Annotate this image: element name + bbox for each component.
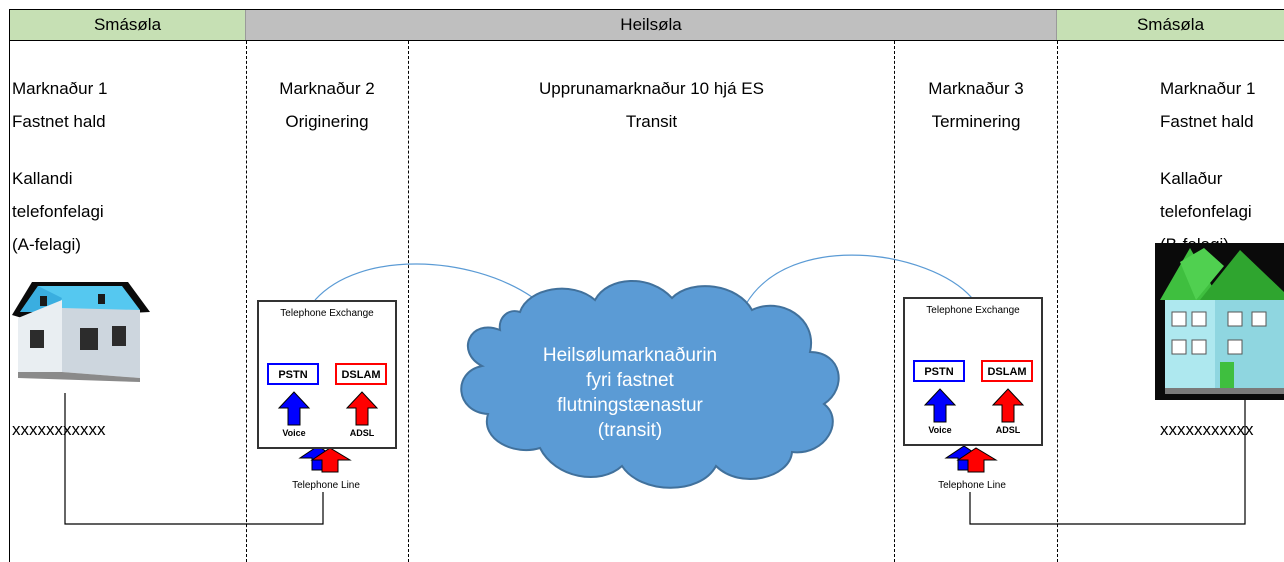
cloud-line4: (transit) — [597, 420, 663, 441]
house-icon-left — [12, 282, 150, 382]
exchange-title: Telephone Exchange — [926, 305, 1020, 316]
left-edge-line — [9, 41, 10, 562]
cloud-line3: flutningstænastur — [557, 395, 703, 416]
link-cloud-exchange-right — [745, 254, 973, 305]
left-market-title: Marknaður 1 — [12, 79, 108, 98]
divider-wholesale-retail-right — [1057, 41, 1058, 562]
col2-sub: Originering — [285, 112, 369, 131]
right-market-sub: Fastnet hald — [1160, 112, 1254, 131]
cloud-line2: fyri fastnet — [586, 370, 674, 391]
left-caller-line3: (A-felagi) — [12, 235, 81, 254]
mid-title: Upprunamarknaður 10 hjá ES — [539, 79, 764, 98]
adsl-label: ADSL — [349, 428, 375, 438]
transit-cloud — [460, 280, 840, 489]
mid-sub: Transit — [625, 112, 678, 131]
header-wholesale: Heilsøla — [246, 10, 1057, 40]
dslam-box: DSLAM — [981, 360, 1033, 382]
voice-label: Voice — [282, 428, 306, 438]
telephone-exchange-left: Telephone Exchange PSTN DSLAM Voice ADSL — [257, 300, 397, 449]
header-retail-right: Smásøla — [1057, 10, 1284, 40]
voice-label: Voice — [928, 425, 952, 435]
divider-col2-mid — [408, 41, 409, 562]
telephone-line-arrow-left — [298, 445, 352, 473]
telephone-line-label-right: Telephone Line — [938, 480, 1006, 491]
telephone-line-arrow-right — [944, 445, 998, 473]
telephone-exchange-right: Telephone Exchange PSTN DSLAM Voice ADSL — [903, 297, 1043, 446]
col2-title: Marknaður 2 — [279, 79, 375, 98]
left-caller-line1: Kallandi — [12, 169, 73, 188]
link-exchange-cloud-left — [314, 263, 533, 301]
cloud-line1: Heilsølumarknaðurin — [542, 345, 718, 366]
house-icon-right — [1155, 243, 1284, 400]
voice-arrow-icon — [923, 388, 957, 423]
col3-title: Marknaður 3 — [928, 79, 1024, 98]
wire-right — [969, 393, 1246, 525]
pstn-box: PSTN — [913, 360, 965, 382]
header-retail-left: Smásøla — [10, 10, 246, 40]
telephone-line-label-left: Telephone Line — [292, 480, 360, 491]
adsl-arrow-icon — [991, 388, 1025, 423]
left-market-sub: Fastnet hald — [12, 112, 106, 131]
wire-left — [64, 393, 324, 525]
left-number: xxxxxxxxxxx — [12, 420, 106, 439]
pstn-box: PSTN — [267, 363, 319, 385]
right-called-line1: Kallaður — [1160, 169, 1223, 188]
right-called-line2: telefonfelagi — [1160, 202, 1252, 221]
divider-mid-col3 — [894, 41, 895, 562]
dslam-box: DSLAM — [335, 363, 387, 385]
adsl-arrow-icon — [345, 391, 379, 426]
header-border — [9, 9, 1284, 41]
right-market-title: Marknaður 1 — [1160, 79, 1256, 98]
voice-arrow-icon — [277, 391, 311, 426]
exchange-title: Telephone Exchange — [280, 308, 374, 319]
cloud-label: Heilsølumarknaðurin fyri fastnet flutnin… — [485, 343, 775, 443]
right-number: xxxxxxxxxxx — [1160, 420, 1254, 439]
adsl-label: ADSL — [995, 425, 1021, 435]
col3-sub: Terminering — [931, 112, 1021, 131]
left-caller-line2: telefonfelagi — [12, 202, 104, 221]
divider-retail-wholesale-left — [246, 41, 247, 562]
